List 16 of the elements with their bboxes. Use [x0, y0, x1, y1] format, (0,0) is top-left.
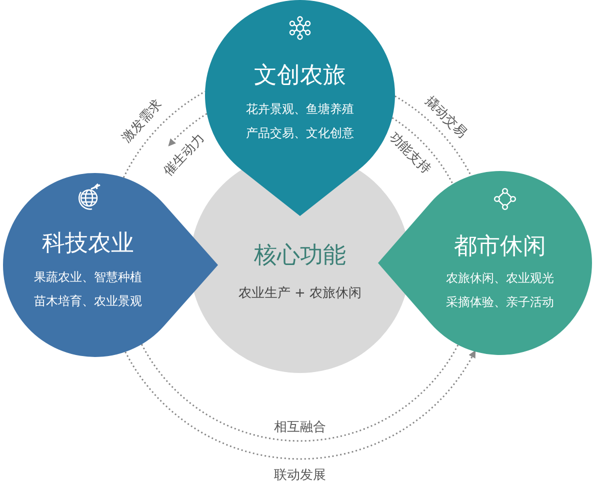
dotted-arc-connector [122, 90, 206, 178]
edge-label: 相互融合 [274, 419, 326, 436]
description: 农旅休闲、农业观光采摘体验、亲子活动 [445, 270, 555, 311]
heading: 科技农业 [42, 230, 134, 258]
heading: 文创农旅 [254, 62, 346, 90]
dotted-arc-connector [168, 113, 208, 146]
heading: 都市休闲 [454, 232, 546, 262]
heading: 核心功能 [254, 242, 346, 270]
dotted-arc-connector [141, 344, 459, 442]
edge-label: 联动发展 [274, 467, 326, 484]
dotted-arc-connector [394, 96, 472, 176]
description: 花卉景观、鱼塘养殖产品交易、文化创意 [245, 101, 355, 142]
subtitle: 农业生产 + 农旅休闲 [238, 285, 362, 302]
description: 果蔬农业、智慧种植苗木培育、农业景观 [33, 269, 143, 310]
dotted-arc-connector [124, 350, 476, 460]
dotted-arc-connector [392, 117, 454, 184]
